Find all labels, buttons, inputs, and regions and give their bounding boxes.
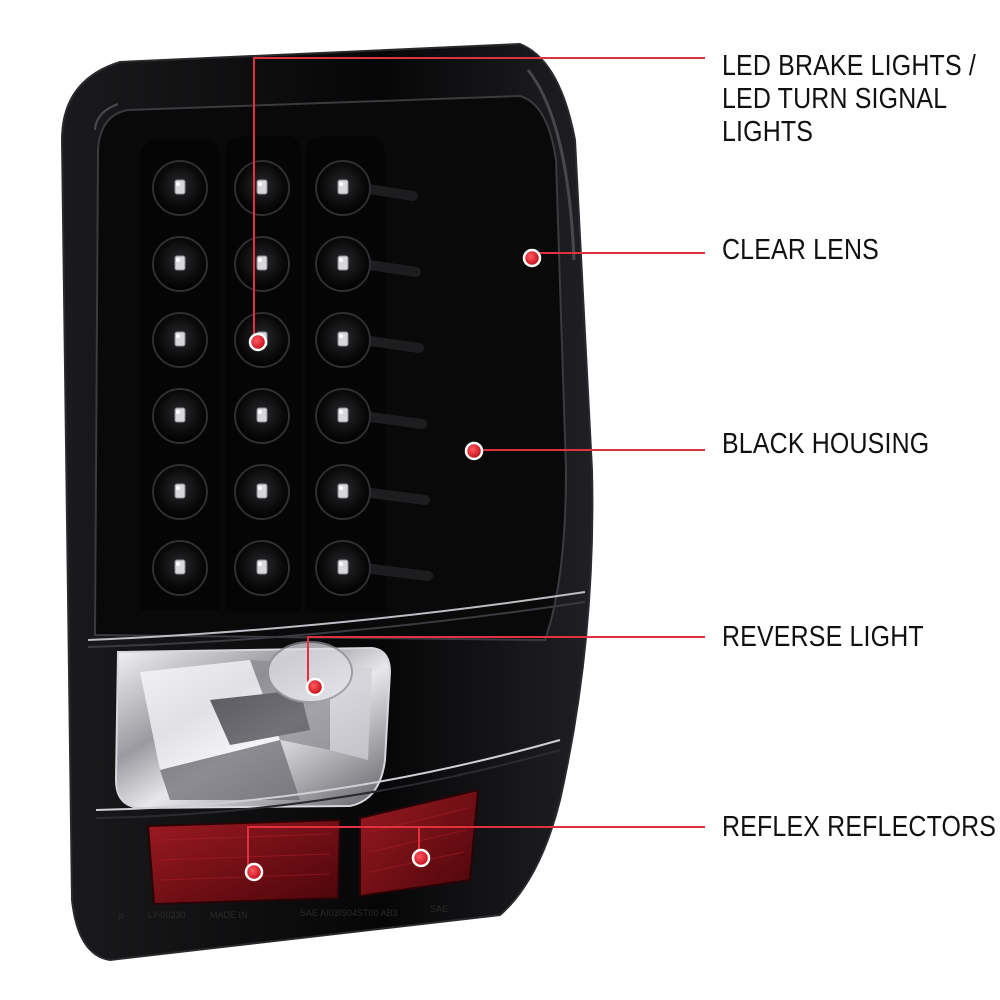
led-cup bbox=[234, 160, 290, 216]
marker-dot-housing bbox=[464, 441, 484, 461]
led-cup bbox=[315, 160, 418, 216]
svg-text:SAE AI03IS04ST00 AB3: SAE AI03IS04ST00 AB3 bbox=[300, 908, 398, 918]
marker-dots bbox=[244, 248, 542, 882]
led-cup bbox=[152, 236, 208, 292]
reflex-reflector-left bbox=[146, 818, 342, 906]
led-cup bbox=[315, 388, 427, 444]
led-cup bbox=[152, 464, 208, 520]
callout-brake-lights: LED BRAKE LIGHTS / LED TURN SIGNAL LIGHT… bbox=[722, 50, 976, 149]
led-cup bbox=[234, 540, 290, 596]
led-cup bbox=[234, 464, 290, 520]
marker-dot-brake bbox=[248, 332, 268, 352]
led-cup bbox=[152, 388, 208, 444]
marker-dot-reflex-left bbox=[244, 862, 264, 882]
led-cup bbox=[315, 236, 421, 292]
led-cup bbox=[152, 540, 208, 596]
led-cup bbox=[234, 236, 290, 292]
svg-text:LY-00230: LY-00230 bbox=[148, 910, 186, 920]
svg-text:P: P bbox=[118, 912, 124, 922]
led-cup bbox=[315, 464, 430, 520]
led-cup bbox=[152, 160, 208, 216]
marker-dot-reverse bbox=[305, 677, 325, 697]
svg-text:MADE IN: MADE IN bbox=[210, 910, 248, 920]
callout-reverse-light: REVERSE LIGHT bbox=[722, 621, 924, 653]
callout-brake-line-1: LED BRAKE LIGHTS / bbox=[722, 50, 976, 82]
callout-reflex-reflectors: REFLEX REFLECTORS bbox=[722, 811, 997, 843]
led-cup bbox=[234, 388, 290, 444]
marker-dot-reflex-right bbox=[411, 848, 431, 868]
callout-clear-lens: CLEAR LENS bbox=[722, 234, 879, 266]
svg-text:SAE: SAE bbox=[430, 904, 448, 914]
callout-brake-line-2: LED TURN SIGNAL bbox=[722, 83, 948, 115]
marker-dot-lens bbox=[522, 248, 542, 268]
callout-brake-line-3: LIGHTS bbox=[722, 116, 814, 148]
leader-reverse bbox=[307, 636, 705, 686]
led-cup bbox=[152, 312, 208, 368]
led-cup bbox=[315, 312, 424, 368]
leader-brake bbox=[253, 57, 705, 342]
led-cup bbox=[315, 540, 433, 596]
led-grid bbox=[152, 160, 433, 596]
callout-black-housing: BLACK HOUSING bbox=[722, 428, 930, 460]
